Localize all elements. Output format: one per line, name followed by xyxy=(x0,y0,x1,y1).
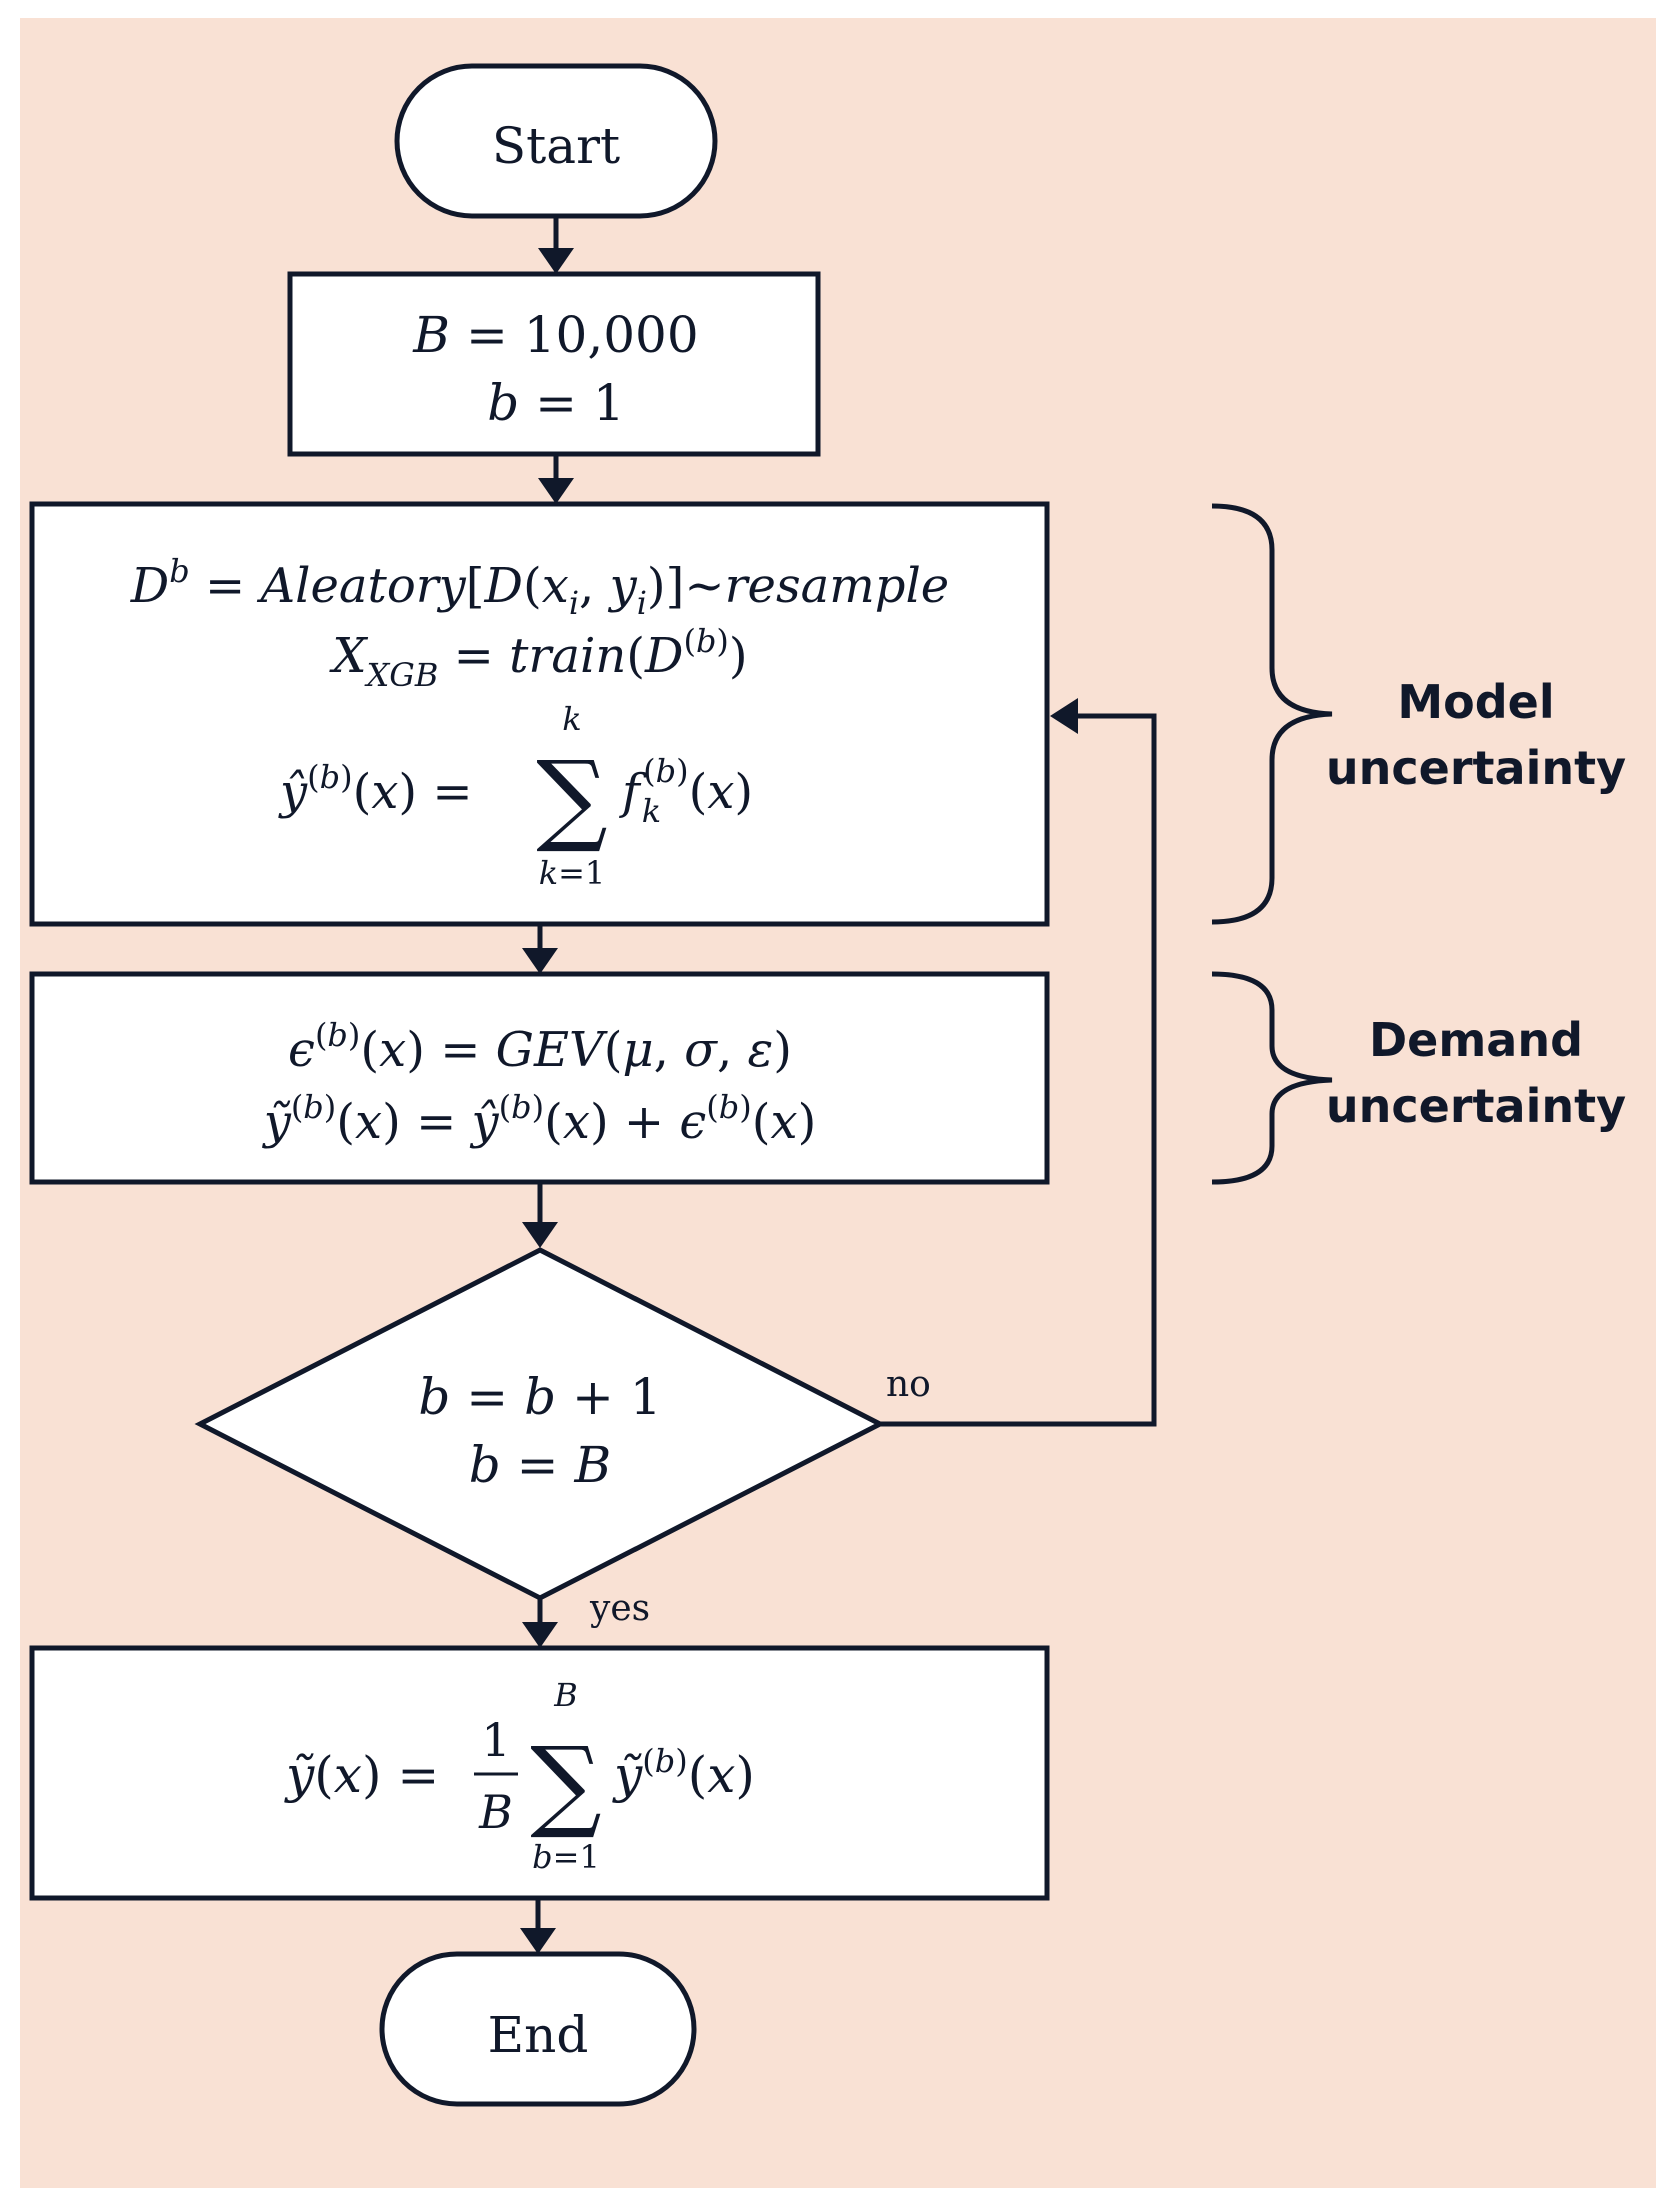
arrow-decision-to-final xyxy=(522,1598,558,1648)
decision-line-2: b = B xyxy=(469,1436,611,1494)
svg-text:ỹ(x) =: ỹ(x) = xyxy=(284,1746,439,1804)
demand-box xyxy=(29,971,1050,1185)
model-uncertainty-label-2: uncertainty xyxy=(1326,741,1626,795)
svg-text:1: 1 xyxy=(481,1713,510,1767)
model-line-2: XXGB = train(D(b)) xyxy=(328,622,747,694)
init-box xyxy=(287,271,821,457)
model-uncertainty-brace xyxy=(1211,503,1333,925)
init-line-2: b = 1 xyxy=(487,374,625,432)
arrow-init-to-model xyxy=(538,454,574,504)
decision-line-1: b = b + 1 xyxy=(418,1368,661,1426)
svg-text:∑: ∑ xyxy=(530,1725,601,1842)
model-uncertainty-label-1: Model xyxy=(1397,675,1554,729)
svg-text:B: B xyxy=(553,1676,578,1714)
final-box xyxy=(29,1645,1050,1901)
end-terminator xyxy=(379,1951,697,2107)
demand-uncertainty-label-1: Demand xyxy=(1369,1013,1583,1067)
svg-text:∑: ∑ xyxy=(536,739,607,856)
svg-text:ỹ(b)(x): ỹ(b)(x) xyxy=(612,1742,755,1804)
svg-text:k: k xyxy=(562,700,581,738)
svg-text:B: B xyxy=(478,1785,513,1839)
yes-label: yes xyxy=(589,1588,650,1629)
arrow-final-to-end xyxy=(520,1898,556,1954)
demand-line-1: ϵ(b)(x) = GEV(μ, σ, ε) xyxy=(288,1016,792,1078)
final-formula: ỹ(x) = 1 B B ∑ b=1 ỹ(b)(x) xyxy=(284,1676,755,1876)
arrow-model-to-demand xyxy=(522,924,558,974)
arrow-demand-to-decision xyxy=(522,1182,558,1248)
model-box xyxy=(29,501,1050,927)
svg-text:k=1: k=1 xyxy=(539,854,606,892)
arrow-no-loop xyxy=(880,698,1157,1427)
arrow-start-to-init xyxy=(538,216,574,274)
model-line-1: Db = Aleatory[D(xi, yi)]~resample xyxy=(130,552,949,622)
svg-text:ŷ(b)(x) =: ŷ(b)(x) = xyxy=(278,758,473,820)
demand-uncertainty-brace xyxy=(1211,971,1333,1185)
no-label: no xyxy=(886,1364,931,1405)
start-label: Start xyxy=(492,117,620,175)
demand-uncertainty-label-2: uncertainty xyxy=(1326,1079,1626,1133)
end-label: End xyxy=(488,2006,589,2064)
svg-text:b=1: b=1 xyxy=(532,1838,600,1876)
init-line-1: B = 10,000 xyxy=(412,306,698,364)
